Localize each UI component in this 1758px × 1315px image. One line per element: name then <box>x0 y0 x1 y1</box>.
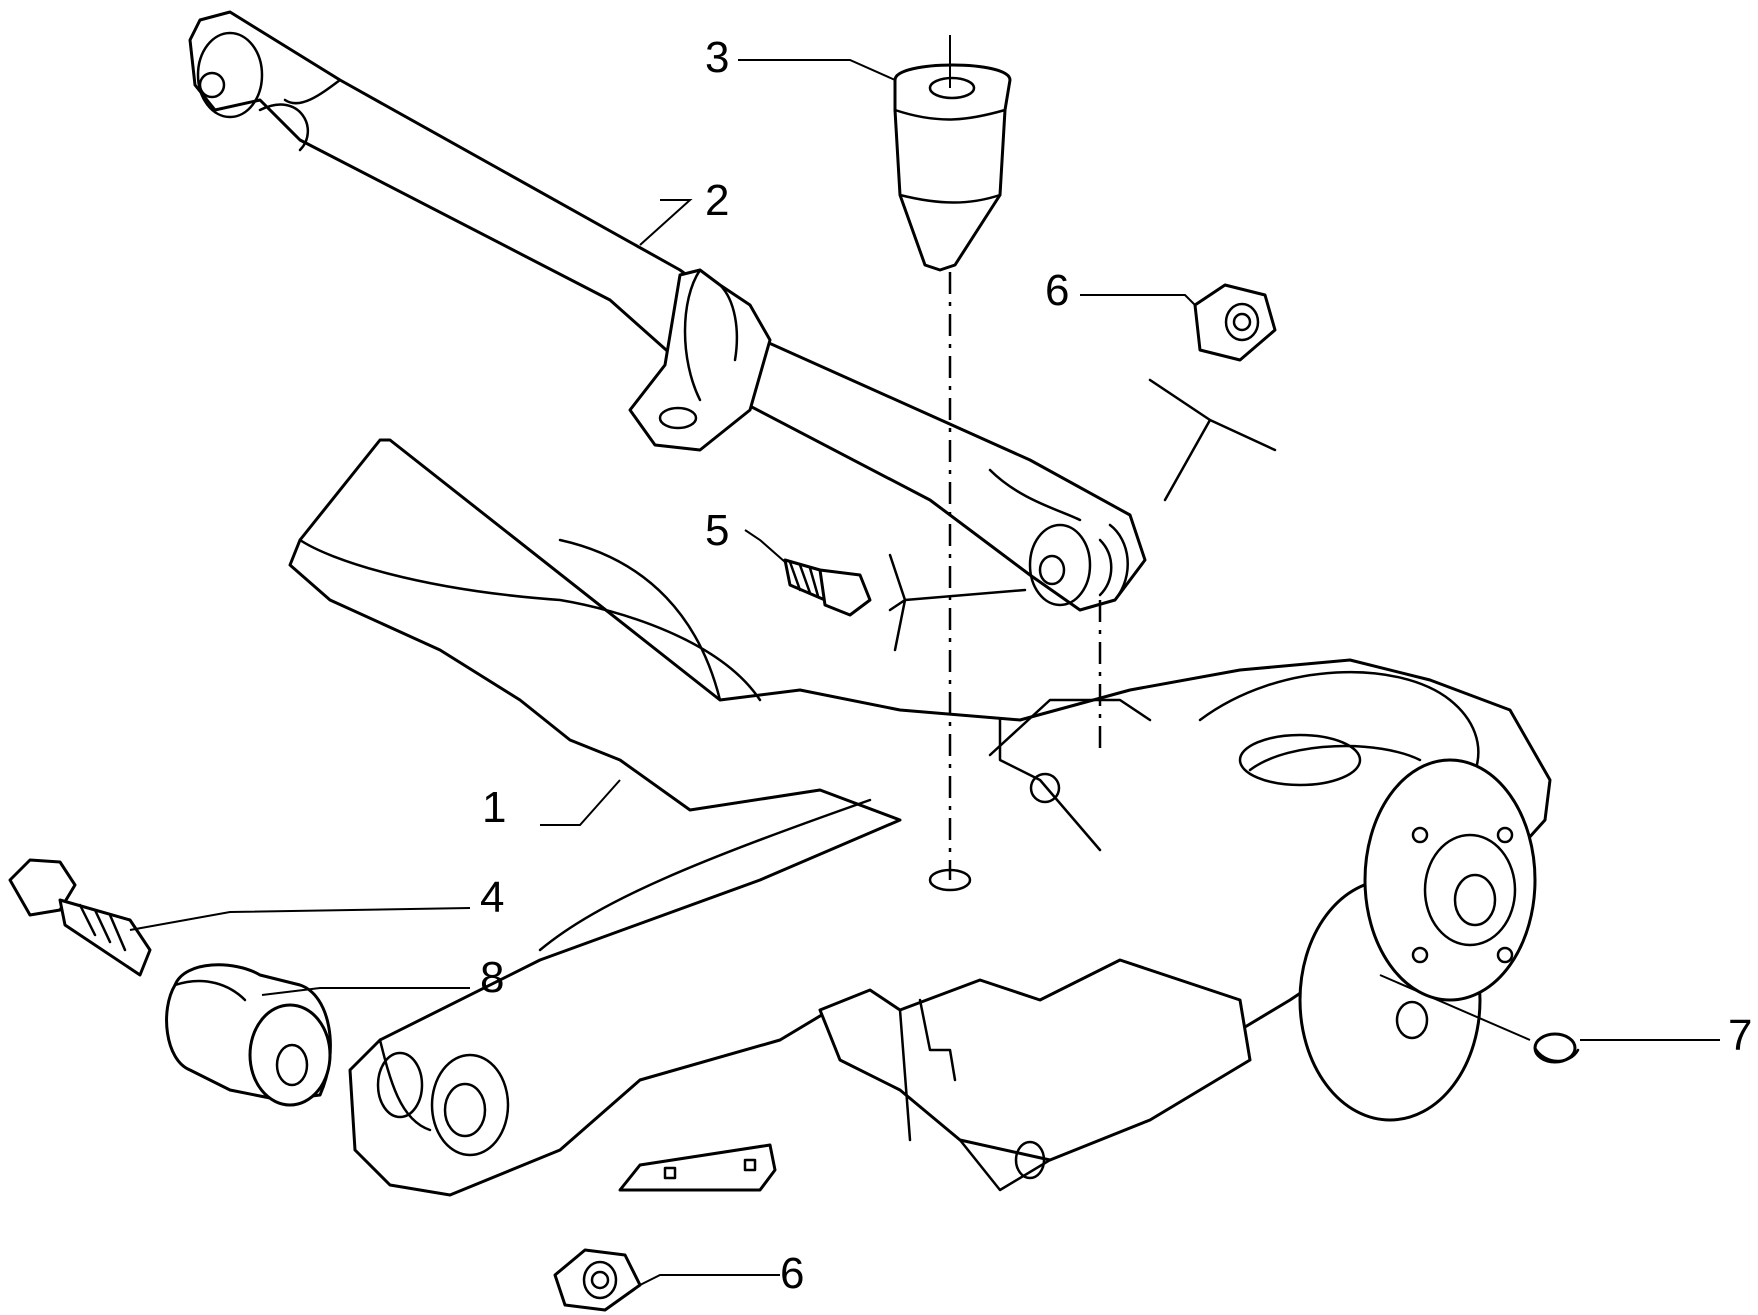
leader-lines <box>129 59 1720 1286</box>
callout-2: 2 <box>705 176 729 225</box>
part-6-lower-nut <box>553 1248 642 1312</box>
part-4-bolt <box>8 858 152 977</box>
callout-labels: 1 2 3 4 5 6 6 7 8 <box>480 33 1752 1298</box>
assembly-lines <box>888 272 1277 880</box>
callout-7: 7 <box>1728 1011 1752 1060</box>
wheel-hub <box>1298 758 1537 1122</box>
part-5-bolt <box>783 558 872 617</box>
part-8-bushing <box>165 963 332 1107</box>
callout-3: 3 <box>705 33 729 82</box>
callout-6-upper: 6 <box>1045 266 1069 315</box>
callout-4: 4 <box>480 873 504 922</box>
callout-8: 8 <box>480 953 504 1002</box>
small-plate <box>618 1143 777 1192</box>
link-clamp-bracket <box>628 268 772 452</box>
callout-5: 5 <box>705 506 729 555</box>
callout-1: 1 <box>482 783 506 832</box>
part-3-bump-stop <box>893 35 1012 272</box>
lower-spring-bracket <box>818 958 1252 1192</box>
part-6-upper-nut <box>1193 283 1277 362</box>
callout-6-lower: 6 <box>780 1249 804 1298</box>
part-7-cap <box>1533 1032 1580 1064</box>
